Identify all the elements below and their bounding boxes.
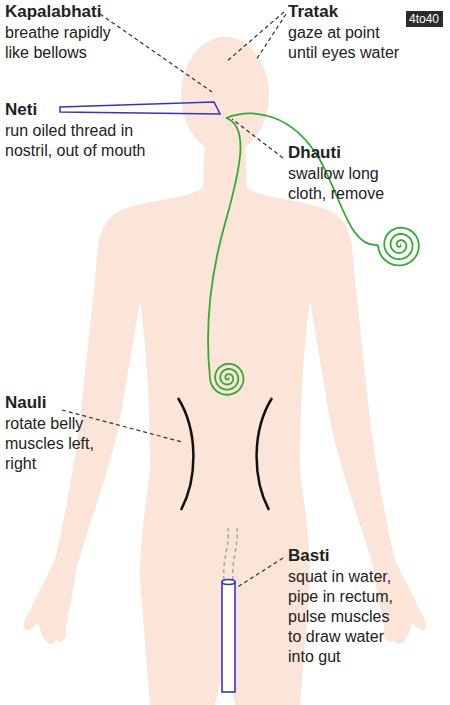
head xyxy=(181,37,269,153)
practice-description: rotate belly muscles left, right xyxy=(5,414,95,474)
gut-water xyxy=(224,528,229,580)
leader-line xyxy=(100,14,212,92)
practice-name: Neti xyxy=(5,100,155,120)
neti-thread xyxy=(60,102,220,114)
pipe-mouth xyxy=(222,580,235,585)
practice-description: swallow long cloth, remove xyxy=(288,164,403,204)
practice-description: squat in water, pipe in rectum, pulse mu… xyxy=(288,567,403,667)
practice-name: Kapalabhati xyxy=(5,2,145,22)
watermark-badge: 4to40 xyxy=(406,11,443,27)
belly-muscle xyxy=(257,398,272,510)
leader-line xyxy=(236,558,283,588)
watermark-text: 4to40 xyxy=(409,12,440,26)
cloth-strand xyxy=(208,118,241,378)
nauli-muscles xyxy=(178,398,272,510)
leader-line xyxy=(256,14,286,60)
practice-description: run oiled thread in nostril, out of mout… xyxy=(5,121,150,161)
pipe xyxy=(222,582,235,692)
practice-description: breathe rapidly like bellows xyxy=(5,23,135,63)
leader-lines xyxy=(62,12,286,588)
leader-line xyxy=(226,12,284,62)
cloth-spiral xyxy=(210,364,243,395)
basti-pipe xyxy=(222,528,237,692)
cloth-spiral xyxy=(378,228,419,266)
gut-water xyxy=(233,528,238,580)
practice-description: gaze at point until eyes water xyxy=(288,23,413,63)
practice-name: Nauli xyxy=(5,393,125,413)
belly-muscle xyxy=(178,398,193,510)
practice-name: Dhauti xyxy=(288,143,438,163)
practice-name: Basti xyxy=(288,546,438,566)
